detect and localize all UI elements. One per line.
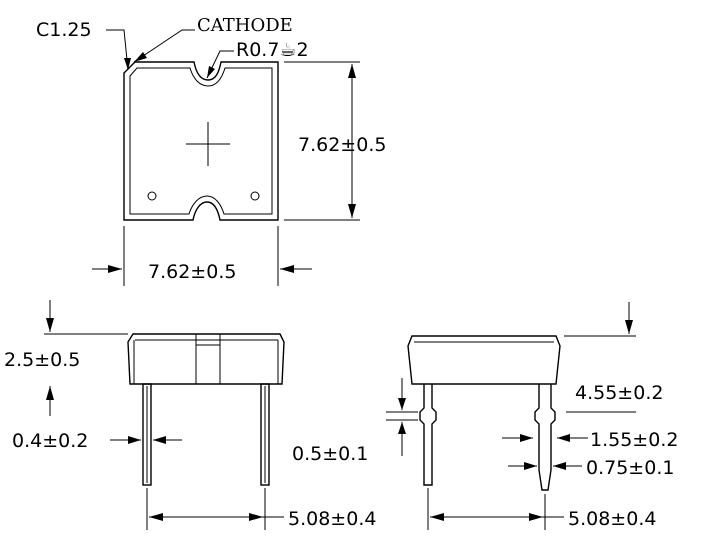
notch-radius-label: R0.7☕2	[236, 39, 309, 61]
side-lead-left	[419, 384, 437, 486]
cathode-label: CATHODE	[197, 15, 293, 36]
front-lead-right	[260, 383, 270, 486]
cathode-leader	[133, 29, 195, 63]
chamfer-label: C1.25	[36, 19, 92, 41]
top-view-inner-outline	[129, 67, 273, 215]
lead-spacing-front-label: 5.08±0.4	[288, 508, 376, 530]
lead-spacing-side-label: 5.08±0.4	[568, 508, 656, 530]
front-body	[127, 333, 285, 385]
front-view: 2.5±0.5 0.4±0.2 5.08±0.4	[4, 300, 376, 530]
side-view: 0.5±0.1 4.55±0.2 1.55±0.2 0.75±0.1 5.08±…	[292, 302, 678, 530]
front-lead-left	[142, 383, 152, 486]
lead-length-label: 4.55±0.2	[575, 382, 663, 404]
pin-marker-right	[250, 191, 260, 201]
lead-tip-width-label: 0.75±0.1	[586, 457, 674, 479]
side-lead-right	[534, 384, 556, 491]
width-label: 7.62±0.5	[148, 261, 236, 283]
pin-marker-left	[147, 191, 157, 201]
lead-shoulder-label: 1.55±0.2	[590, 429, 678, 451]
lead-width-label: 0.4±0.2	[12, 430, 88, 452]
lead-thickness-label: 0.5±0.1	[292, 443, 368, 465]
body-height-label: 2.5±0.5	[4, 349, 80, 371]
side-body	[407, 335, 561, 385]
chamfer-leader	[106, 29, 129, 71]
height-label: 7.62±0.5	[298, 134, 386, 156]
top-view: C1.25 CATHODE R0.7☕2 7.62±0.5 7.62±0.5	[36, 15, 386, 286]
top-view-outline	[123, 61, 279, 221]
